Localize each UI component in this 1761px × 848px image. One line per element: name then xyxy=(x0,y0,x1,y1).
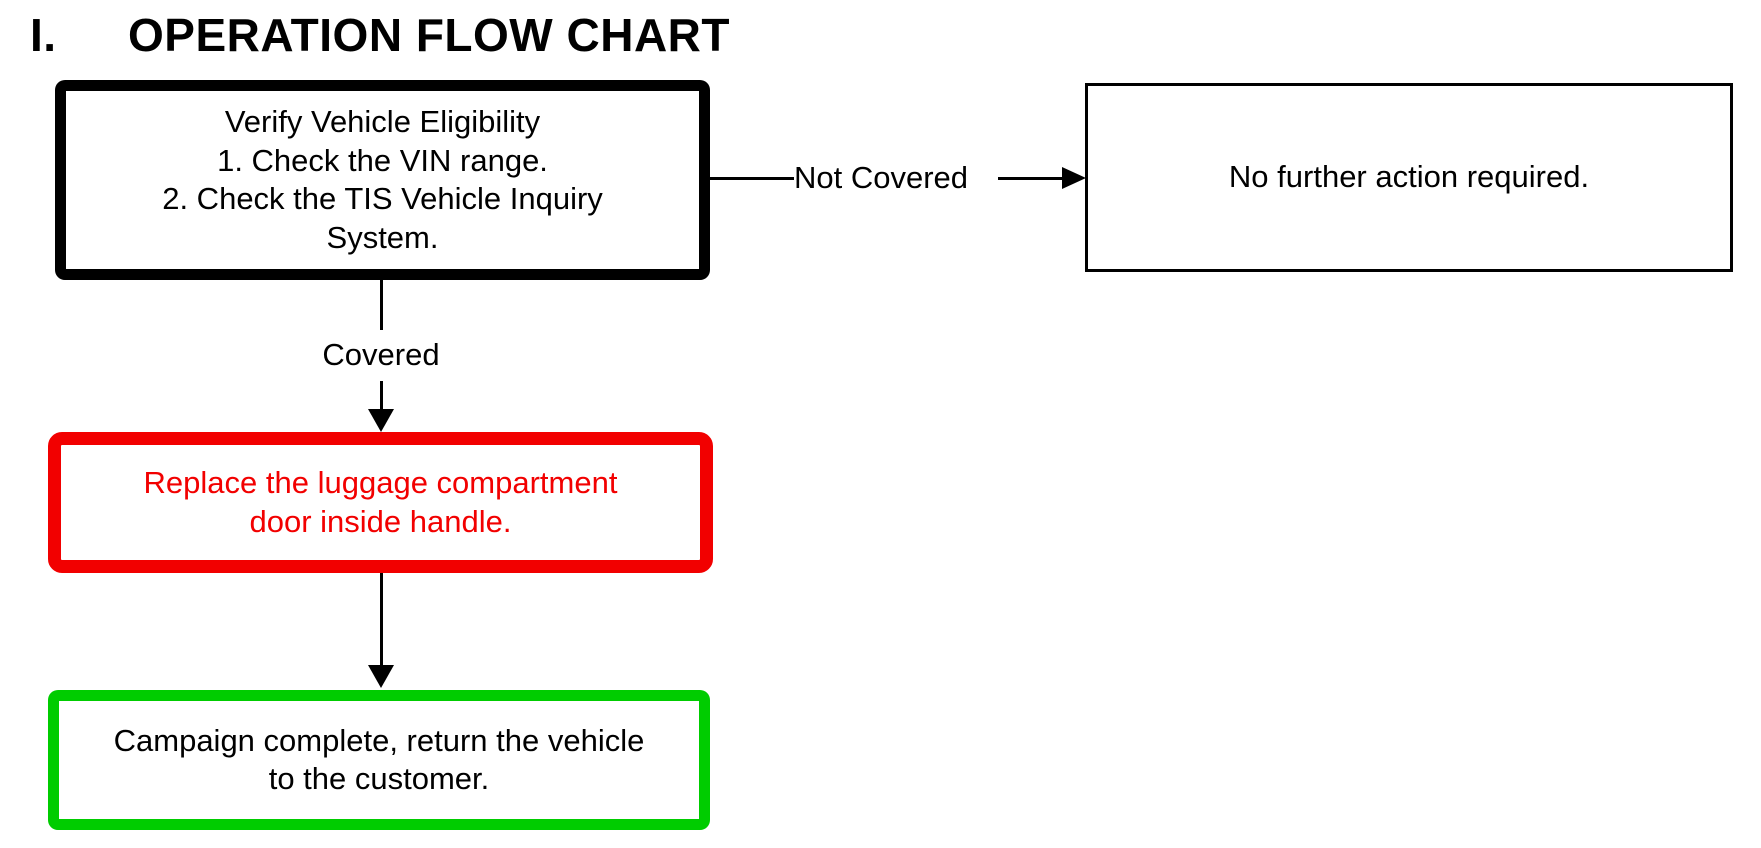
replace-line-1: Replace the luggage compartment xyxy=(143,465,618,500)
arrow-right-icon xyxy=(1062,167,1086,189)
campaign-complete-box: Campaign complete, return the vehicle to… xyxy=(48,690,710,830)
not-covered-label: Not Covered xyxy=(794,159,969,197)
replace-line-2: door inside handle. xyxy=(249,503,512,539)
covered-line-lower xyxy=(380,381,383,410)
complete-line-2: to the customer. xyxy=(268,761,490,796)
arrow-down-icon xyxy=(368,409,394,432)
arrow-down-icon xyxy=(368,665,394,688)
verify-line-3: 2. Check the TIS Vehicle Inquiry xyxy=(162,181,603,216)
verify-eligibility-box: Verify Vehicle Eligibility 1. Check the … xyxy=(55,80,710,280)
verify-line-4: System. xyxy=(326,219,439,255)
no-further-action-text: No further action required. xyxy=(1228,159,1590,195)
not-covered-line-left xyxy=(710,177,794,180)
complete-connector-line xyxy=(380,573,383,665)
complete-line-1: Campaign complete, return the vehicle xyxy=(113,722,645,758)
covered-label: Covered xyxy=(281,336,481,374)
verify-line-2: 1. Check the VIN range. xyxy=(217,142,548,178)
covered-line-upper xyxy=(380,280,383,330)
replace-handle-box: Replace the luggage compartment door ins… xyxy=(48,432,713,573)
not-covered-line-right xyxy=(998,177,1062,180)
no-further-action-box: No further action required. xyxy=(1085,83,1733,272)
verify-line-1: Verify Vehicle Eligibility xyxy=(224,104,541,139)
section-numeral: I. xyxy=(30,9,57,61)
page-title: OPERATION FLOW CHART xyxy=(128,9,730,61)
